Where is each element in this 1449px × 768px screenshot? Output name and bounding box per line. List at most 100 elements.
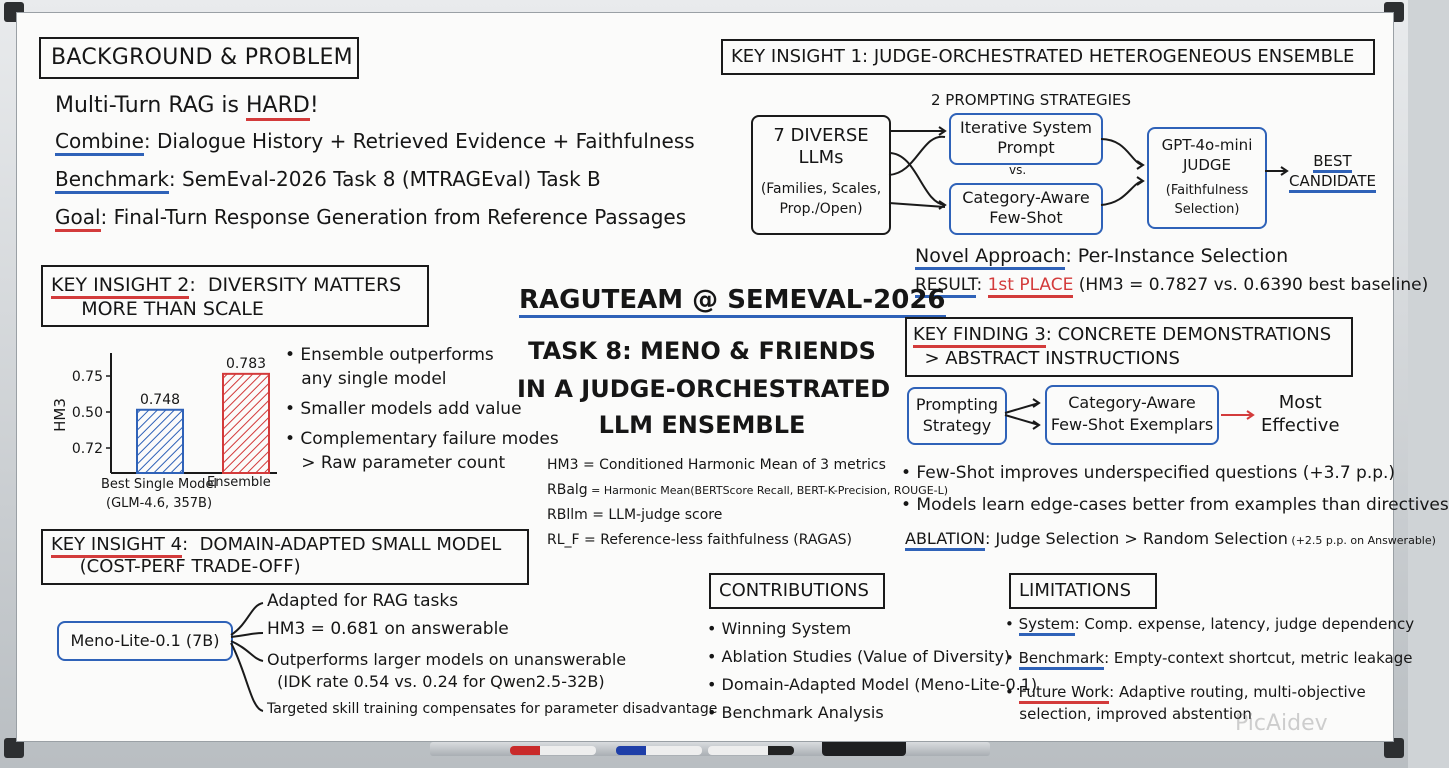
definitions: HM3 = Conditioned Harmonic Mean of 3 met…: [547, 453, 948, 553]
data-label: 0.783: [226, 356, 266, 372]
strategies-label: 2 PROMPTING STRATEGIES: [931, 91, 1132, 109]
ablation-note: (+2.5 p.p. on Answerable): [1287, 534, 1436, 547]
definition-text: = Reference-less faithfulness (RAGAS): [579, 532, 853, 548]
insight4-item: Adapted for RAG tasks: [267, 591, 459, 611]
exemplars-box: Category-Aware Few-Shot Exemplars: [1045, 385, 1219, 445]
combine-text: : Dialogue History + Retrieved Evidence …: [143, 129, 695, 153]
background-line1: Multi-Turn RAG is HARD!: [55, 93, 319, 121]
contribution-item: • Benchmark Analysis: [707, 703, 884, 722]
y-tick-label: 0.72: [72, 441, 103, 457]
x-category-1: Best Single Model (GLM-4.6, 357B): [101, 477, 218, 511]
whiteboard: BACKGROUND & PROBLEM Multi-Turn RAG is H…: [16, 12, 1449, 742]
page-title: RAGUTEAM @ SEMEVAL-2026: [519, 285, 946, 318]
bar: [222, 372, 270, 474]
definition-item: HM3 = Conditioned Harmonic Mean of 3 met…: [547, 453, 948, 478]
data-label: 0.748: [140, 392, 180, 408]
novel-line: Novel Approach: Per-Instance Selection: [915, 245, 1289, 270]
branch-line: [230, 640, 264, 662]
meno-lite-label: Meno-Lite-0.1 (7B): [70, 631, 220, 650]
bar: [136, 408, 184, 474]
insight4-heading-b: : DOMAIN-ADAPTED SMALL MODEL (COST-PERF …: [79, 534, 502, 577]
result-place: 1st PLACE: [987, 275, 1074, 298]
title-line2: TASK 8: MENO & FRIENDS: [528, 337, 876, 365]
insight4-branches: [230, 602, 264, 712]
most-effective: Most Effective: [1261, 392, 1340, 436]
insight2-heading-b: : DIVERSITY MATTERS MORE THAN SCALE: [81, 274, 402, 320]
limitation-system: • System: Comp. expense, latency, judge …: [1005, 615, 1415, 636]
judge-label: GPT-4o-mini JUDGE: [1161, 136, 1253, 174]
strategy2-label: Category-Aware Few-Shot: [962, 188, 1090, 227]
insight4-item: Targeted skill training compensates for …: [267, 701, 718, 717]
definition-item: RBllm = LLM-judge score: [547, 503, 948, 528]
judge-sub: (Faithfulness Selection): [1165, 183, 1249, 217]
strategy1-label: Iterative System Prompt: [960, 118, 1092, 157]
result-label: RESULT: [915, 275, 977, 298]
result-line: RESULT: 1st PLACE (HM3 = 0.7827 vs. 0.63…: [915, 275, 1429, 298]
finding3-bullet1: • Few-Shot improves underspecified quest…: [901, 463, 1396, 483]
insight2-bullets: • Ensemble outperforms any single model …: [285, 343, 559, 475]
arrow-line: [1004, 402, 1040, 426]
benchmark-label: Benchmark: [55, 167, 169, 194]
llms-sub: (Families, Scales, Prop./Open): [760, 181, 882, 217]
prompting-box: Prompting Strategy: [907, 387, 1007, 445]
future-label: Future Work: [1018, 683, 1110, 704]
insight2-heading: KEY INSIGHT 2: DIVERSITY MATTERS MORE TH…: [51, 273, 401, 321]
ablation-label: ABLATION: [905, 529, 985, 551]
judge-box: GPT-4o-mini JUDGE (Faithfulness Selectio…: [1147, 127, 1267, 229]
benchmark-label: Benchmark: [1018, 649, 1105, 670]
result-text: (HM3 = 0.7827 vs. 0.6390 best baseline): [1073, 275, 1429, 295]
limitation-future: • Future Work: Adaptive routing, multi-o…: [1005, 683, 1366, 723]
finding3-heading: KEY FINDING 3: CONCRETE DEMONSTRATIONS >…: [913, 323, 1331, 371]
llms-box: 7 DIVERSE LLMs (Families, Scales, Prop./…: [751, 115, 891, 235]
combine-line: Combine: Dialogue History + Retrieved Ev…: [55, 129, 695, 156]
insight2-heading-a: KEY INSIGHT 2: [51, 274, 190, 299]
blue-marker[interactable]: [616, 746, 702, 755]
contribution-item: • Winning System: [707, 619, 852, 638]
definition-text: = Conditioned Harmonic Mean of 3 metrics: [578, 457, 886, 473]
insight1-heading: KEY INSIGHT 1: JUDGE-ORCHESTRATED HETERO…: [731, 46, 1355, 67]
limitations-heading: LIMITATIONS: [1019, 580, 1132, 601]
novel-text: : Per-Instance Selection: [1065, 245, 1289, 267]
definition-term: RBalg: [547, 482, 588, 498]
combine-label: Combine: [55, 129, 144, 156]
finding3-heading-b: : CONCRETE DEMONSTRATIONS > ABSTRACT INS…: [924, 324, 1332, 369]
finding3-heading-a: KEY FINDING 3: [913, 324, 1046, 348]
y-axis-label: HM3: [51, 398, 69, 432]
branch-line: [230, 632, 264, 638]
insight4-item: HM3 = 0.681 on answerable: [267, 619, 509, 639]
novel-label: Novel Approach: [915, 245, 1066, 270]
ablation-line: ABLATION: Judge Selection > Random Selec…: [905, 529, 1436, 551]
future-text: : Adaptive routing, multi-objective sele…: [1019, 683, 1366, 723]
insight2-heading-box: KEY INSIGHT 2: DIVERSITY MATTERS MORE TH…: [41, 265, 429, 327]
red-marker[interactable]: [510, 746, 596, 755]
definition-text: = Harmonic Mean(BERTScore Recall, BERT-K…: [587, 484, 949, 497]
exemplars-label: Category-Aware Few-Shot Exemplars: [1050, 393, 1214, 434]
line1-text: Multi-Turn RAG is: [55, 93, 246, 118]
hard-word: HARD: [246, 93, 310, 121]
contribution-item: • Domain-Adapted Model (Meno-Lite-0.1): [707, 675, 1038, 694]
definition-term: RBllm: [547, 507, 588, 523]
insight4-heading-box: KEY INSIGHT 4: DOMAIN-ADAPTED SMALL MODE…: [41, 529, 529, 585]
x-category-2: Ensemble: [207, 475, 271, 490]
insight1-arrows: [888, 126, 1289, 210]
insight4-heading: KEY INSIGHT 4: DOMAIN-ADAPTED SMALL MODE…: [51, 534, 501, 578]
goal-line: Goal: Final-Turn Response Generation fro…: [55, 205, 687, 232]
best-candidate: BEST CANDIDATE: [1289, 151, 1376, 193]
definition-term: HM3: [547, 457, 579, 473]
black-marker[interactable]: [708, 746, 794, 755]
exclaim: !: [309, 93, 319, 118]
frame-corner: [1384, 738, 1404, 758]
title-line4: LLM ENSEMBLE: [598, 411, 806, 439]
strategy1-box: Iterative System Prompt: [949, 113, 1103, 165]
llms-title: 7 DIVERSE LLMs: [773, 125, 869, 168]
ablation-text: : Judge Selection > Random Selection: [984, 529, 1288, 548]
system-text: : Comp. expense, latency, judge dependen…: [1074, 615, 1415, 633]
arrow-line: [888, 135, 946, 176]
insight1-heading-box: KEY INSIGHT 1: JUDGE-ORCHESTRATED HETERO…: [721, 39, 1375, 75]
best-label: BEST CANDIDATE: [1289, 152, 1376, 193]
goal-text: : Final-Turn Response Generation from Re…: [100, 205, 687, 229]
title-line1: RAGUTEAM @ SEMEVAL-2026: [519, 285, 946, 318]
title-line3: IN A JUDGE-ORCHESTRATED: [517, 375, 891, 403]
frame-corner: [4, 738, 24, 758]
